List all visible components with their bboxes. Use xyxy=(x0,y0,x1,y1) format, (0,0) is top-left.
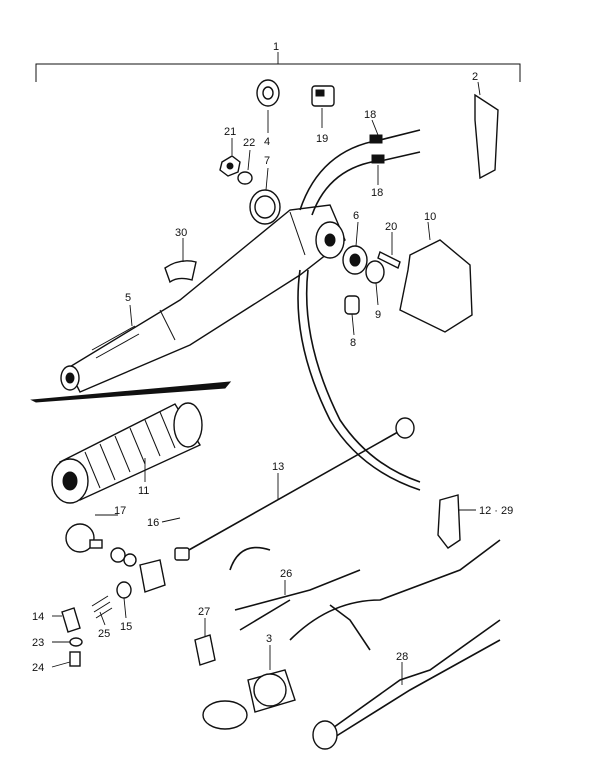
label-part-17: 17 xyxy=(114,505,126,517)
small-hardware-top xyxy=(219,79,335,225)
label-part-26: 26 xyxy=(280,568,292,580)
wire-harness xyxy=(229,539,501,741)
label-part-23: 23 xyxy=(32,637,44,649)
grip-shadow-wedge xyxy=(30,381,232,403)
label-part-16: 16 xyxy=(147,517,159,529)
label-part-11: 11 xyxy=(138,485,149,497)
label-part-9: 9 xyxy=(375,309,381,321)
ignition-switch xyxy=(202,669,296,730)
label-part-20: 20 xyxy=(385,221,397,233)
label-part-21: 21 xyxy=(224,126,236,138)
label-part-8: 8 xyxy=(350,337,356,349)
label-part-25: 25 xyxy=(98,628,110,640)
mount-plate xyxy=(194,634,216,666)
label-part-3: 3 xyxy=(266,633,272,645)
label-part-10: 10 xyxy=(424,211,436,223)
label-part-24: 24 xyxy=(32,662,44,674)
label-part-15: 15 xyxy=(120,621,132,633)
tiller-handle xyxy=(60,204,346,393)
throttle-grip xyxy=(51,402,203,504)
label-part-30: 30 xyxy=(175,227,187,239)
assembly-bracket xyxy=(35,52,521,82)
label-part-28: 28 xyxy=(396,651,408,663)
cable-clip xyxy=(437,494,461,549)
part-labels: 1 2 4 19 21 22 7 18 18 30 5 6 20 10 9 8 … xyxy=(32,41,513,674)
label-part-12-29: 12 · 29 xyxy=(479,505,513,517)
label-part-2: 2 xyxy=(472,71,478,83)
plug-connector xyxy=(312,720,338,750)
label-part-18-top: 18 xyxy=(364,109,376,121)
label-part-6: 6 xyxy=(353,210,359,222)
label-part-19: 19 xyxy=(316,133,328,145)
stop-cable xyxy=(174,417,415,561)
label-part-27: 27 xyxy=(198,606,210,618)
friction-assembly xyxy=(61,523,166,667)
leader-lines xyxy=(51,81,481,685)
label-part-7: 7 xyxy=(264,155,270,167)
pivot-hardware xyxy=(342,245,401,315)
grip-pad xyxy=(164,260,197,284)
throttle-cables xyxy=(297,129,421,491)
throttle-housing xyxy=(399,239,473,333)
label-part-22: 22 xyxy=(243,137,255,149)
label-part-13: 13 xyxy=(272,461,284,473)
label-part-18-bottom: 18 xyxy=(371,187,383,199)
label-part-1: 1 xyxy=(273,41,279,53)
bracket xyxy=(474,93,499,180)
label-part-4: 4 xyxy=(264,136,270,148)
label-part-14: 14 xyxy=(32,611,44,623)
label-part-5: 5 xyxy=(125,292,131,304)
